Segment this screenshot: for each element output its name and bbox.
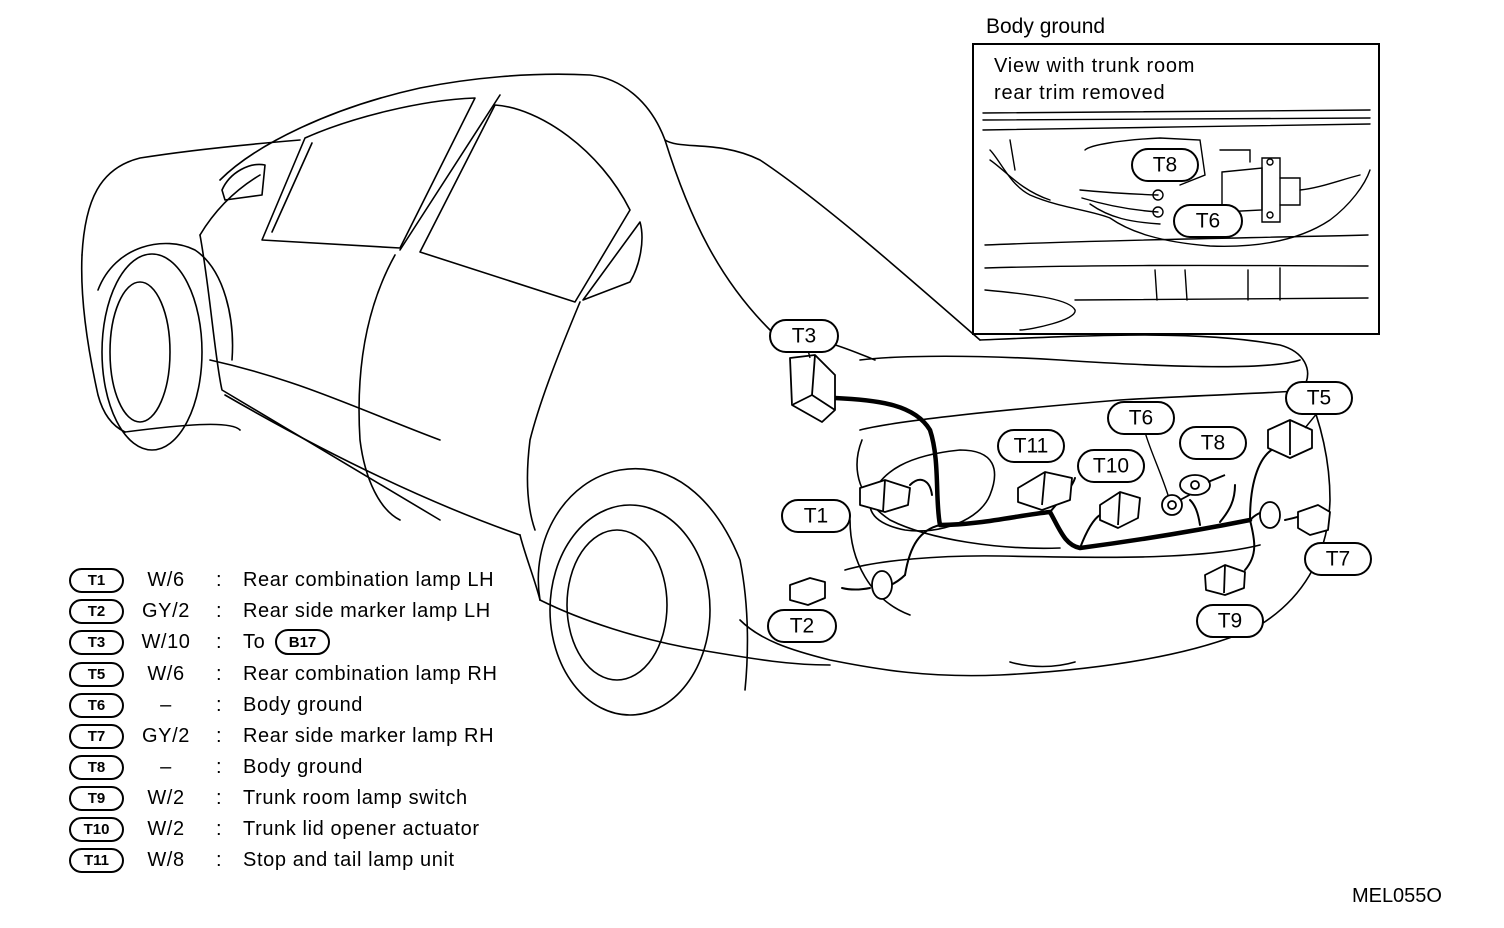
legend-row: T11 W/8 : Stop and tail lamp unit	[69, 848, 455, 873]
legend-wire: –	[160, 756, 172, 778]
legend-code: T9	[88, 790, 106, 807]
callout-t1-text: T1	[804, 505, 829, 528]
callout-t10-text: T10	[1093, 455, 1129, 478]
callout-t8-text: T8	[1201, 432, 1226, 455]
inset-label-t8: T8	[1131, 148, 1199, 182]
legend-wire: W/2	[147, 818, 184, 840]
inset-panel: Body ground View with trunk room rear tr…	[972, 15, 1380, 335]
callout-t2-text: T2	[790, 615, 815, 638]
ground-terminal-t8	[1179, 474, 1226, 496]
legend-wire: W/10	[141, 631, 190, 653]
legend-code: T6	[88, 697, 106, 714]
legend-wire: W/8	[147, 849, 184, 871]
legend-desc: Rear side marker lamp LH	[243, 600, 491, 622]
legend-wire: GY/2	[142, 600, 190, 622]
legend-colon: :	[216, 849, 222, 871]
legend-desc: Rear side marker lamp RH	[243, 725, 494, 747]
callout-t10: T10	[1077, 449, 1145, 483]
connector-t5-body	[1267, 419, 1313, 459]
callout-t2: T2	[767, 609, 837, 643]
legend-desc: To	[243, 631, 265, 653]
callout-leaders	[807, 349, 1319, 496]
legend-wire: GY/2	[142, 725, 190, 747]
callout-t11: T11	[997, 429, 1065, 463]
legend-desc: Trunk room lamp switch	[243, 787, 468, 809]
callout-t5-text: T5	[1307, 387, 1332, 410]
legend-code: T5	[88, 666, 106, 683]
callout-t8: T8	[1179, 426, 1247, 460]
legend-colon: :	[216, 631, 222, 653]
connector-t10-body	[1099, 491, 1141, 529]
legend-row: T3 W/10 : To B17	[69, 629, 330, 655]
connector-t9-body	[1204, 564, 1246, 596]
inset-caption-line2: rear trim removed	[994, 82, 1165, 104]
legend-wire: –	[160, 694, 172, 716]
legend-row: T10 W/2 : Trunk lid opener actuator	[69, 817, 480, 842]
lamp-socket-t7	[1259, 501, 1331, 536]
inset-caption-line1: View with trunk room	[994, 55, 1195, 77]
callout-t7: T7	[1304, 542, 1372, 576]
inset-title: Body ground	[986, 15, 1105, 38]
legend-desc: Body ground	[243, 694, 363, 716]
legend-code: T3	[88, 634, 106, 651]
ground-terminal-t6	[1161, 491, 1196, 516]
legend-colon: :	[216, 569, 222, 591]
legend-desc: Body ground	[243, 756, 363, 778]
callout-t3: T3	[769, 319, 839, 353]
inset-label-t6-text: T6	[1196, 210, 1221, 233]
figure-id: MEL055O	[1352, 885, 1442, 907]
legend-code: T10	[84, 821, 110, 838]
inset-label-t8-text: T8	[1153, 154, 1178, 177]
callout-t9-text: T9	[1218, 610, 1243, 633]
legend-code: T8	[88, 759, 106, 776]
inset-drawing	[982, 109, 1371, 331]
legend-colon: :	[216, 725, 222, 747]
legend-code: T7	[88, 728, 106, 745]
connector-legend: T1 W/6 : Rear combination lamp LH T2 GY/…	[69, 568, 498, 873]
legend-wire: W/2	[147, 787, 184, 809]
inset-label-t6: T6	[1173, 204, 1243, 238]
connector-t1-body	[859, 479, 911, 513]
legend-colon: :	[216, 663, 222, 685]
legend-colon: :	[216, 694, 222, 716]
legend-desc: Rear combination lamp LH	[243, 569, 494, 591]
legend-desc: Trunk lid opener actuator	[243, 818, 480, 840]
legend-colon: :	[216, 756, 222, 778]
callout-t9: T9	[1196, 604, 1264, 638]
legend-wire: W/6	[147, 663, 184, 685]
callout-t6: T6	[1107, 401, 1175, 435]
callout-t11-text: T11	[1014, 435, 1049, 458]
callout-t3-text: T3	[792, 325, 817, 348]
legend-row: T1 W/6 : Rear combination lamp LH	[69, 568, 494, 593]
connector-t11-body	[1017, 471, 1073, 511]
callout-t7-text: T7	[1326, 548, 1351, 571]
legend-code: T11	[84, 852, 109, 869]
components	[789, 354, 1331, 606]
legend-colon: :	[216, 818, 222, 840]
legend-colon: :	[216, 787, 222, 809]
legend-row: T5 W/6 : Rear combination lamp RH	[69, 662, 498, 687]
legend-code: T1	[88, 572, 106, 589]
legend-code: T2	[88, 603, 106, 620]
legend-row: T7 GY/2 : Rear side marker lamp RH	[69, 724, 494, 749]
lamp-socket-t2	[789, 570, 893, 606]
callout-t1: T1	[781, 499, 851, 533]
legend-desc: Rear combination lamp RH	[243, 663, 498, 685]
legend-row: T6 – : Body ground	[69, 693, 363, 718]
legend-row: T9 W/2 : Trunk room lamp switch	[69, 786, 468, 811]
legend-desc: Stop and tail lamp unit	[243, 849, 455, 871]
callout-t6-text: T6	[1129, 407, 1154, 430]
connector-t3-body	[789, 354, 836, 423]
callout-t5: T5	[1285, 381, 1353, 415]
legend-wire: W/6	[147, 569, 184, 591]
wire-harness	[832, 395, 1306, 591]
legend-ref-code: B17	[289, 634, 317, 651]
legend-row: T8 – : Body ground	[69, 755, 363, 780]
legend-colon: :	[216, 600, 222, 622]
legend-row: T2 GY/2 : Rear side marker lamp LH	[69, 599, 491, 624]
